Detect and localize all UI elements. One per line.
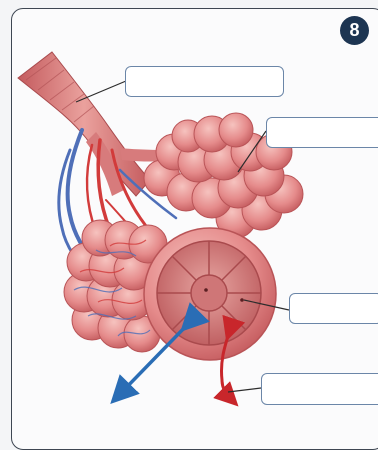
label-box-bronchiole[interactable] <box>125 66 284 97</box>
label-box-gas-exchange[interactable] <box>261 373 378 405</box>
alveolar-sac-cross-section <box>144 228 276 360</box>
label-box-alveolar-sac[interactable] <box>266 117 378 148</box>
leader-line-4 <box>228 388 261 392</box>
label-box-alveolus[interactable] <box>289 293 378 324</box>
leader-line-1 <box>76 81 126 102</box>
step-number-badge: 8 <box>340 16 369 45</box>
